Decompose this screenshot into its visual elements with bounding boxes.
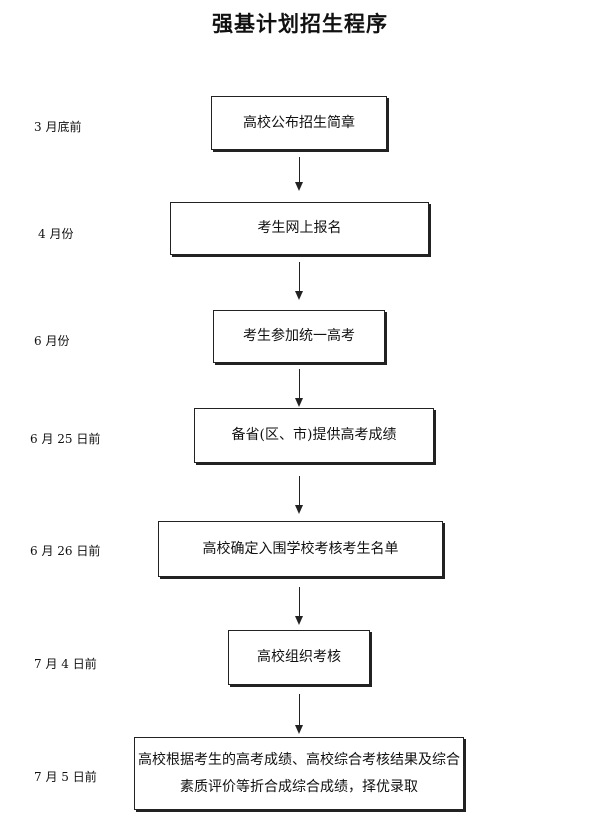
flow-step-box: 高校公布招生简章 [211, 96, 387, 150]
flow-step-box: 高校根据考生的高考成绩、高校综合考核结果及综合 素质评价等折合成综合成绩，择优录… [134, 737, 464, 810]
flow-arrow [295, 262, 304, 300]
flow-step-box: 考生网上报名 [170, 202, 429, 255]
flow-step-label: 备省(区、市)提供高考成绩 [231, 427, 397, 444]
flow-step-label-line2: 素质评价等折合成综合成绩，择优录取 [180, 778, 418, 795]
step-date: 7 月 4 日前 [34, 657, 97, 671]
step-date: 4 月份 [38, 227, 74, 241]
flow-step-box: 高校组织考核 [228, 630, 370, 685]
flow-arrow [295, 369, 304, 407]
flow-arrow [295, 587, 304, 625]
page-title: 强基计划招生程序 [212, 12, 388, 36]
flow-step-label: 考生网上报名 [257, 220, 342, 237]
flow-step-box: 备省(区、市)提供高考成绩 [194, 408, 434, 463]
flow-arrow [295, 157, 304, 191]
step-date: 7 月 5 日前 [34, 770, 97, 784]
flow-step-label: 高校组织考核 [257, 649, 341, 666]
flow-step-box: 高校确定入围学校考核考生名单 [158, 521, 443, 577]
step-date: 6 月 26 日前 [30, 544, 101, 558]
flow-step-label: 高校公布招生简章 [243, 114, 355, 131]
flow-step-label-line1: 高校根据考生的高考成绩、高校综合考核结果及综合 [138, 751, 460, 768]
step-date: 6 月份 [34, 334, 70, 348]
flow-arrow [295, 694, 304, 734]
step-date: 6 月 25 日前 [30, 432, 101, 446]
flow-arrow [295, 476, 304, 514]
step-date: 3 月底前 [34, 120, 82, 134]
flow-step-label: 考生参加统一高考 [243, 328, 355, 345]
flow-step-box: 考生参加统一高考 [213, 310, 385, 363]
flow-step-label: 高校确定入围学校考核考生名单 [202, 540, 399, 557]
